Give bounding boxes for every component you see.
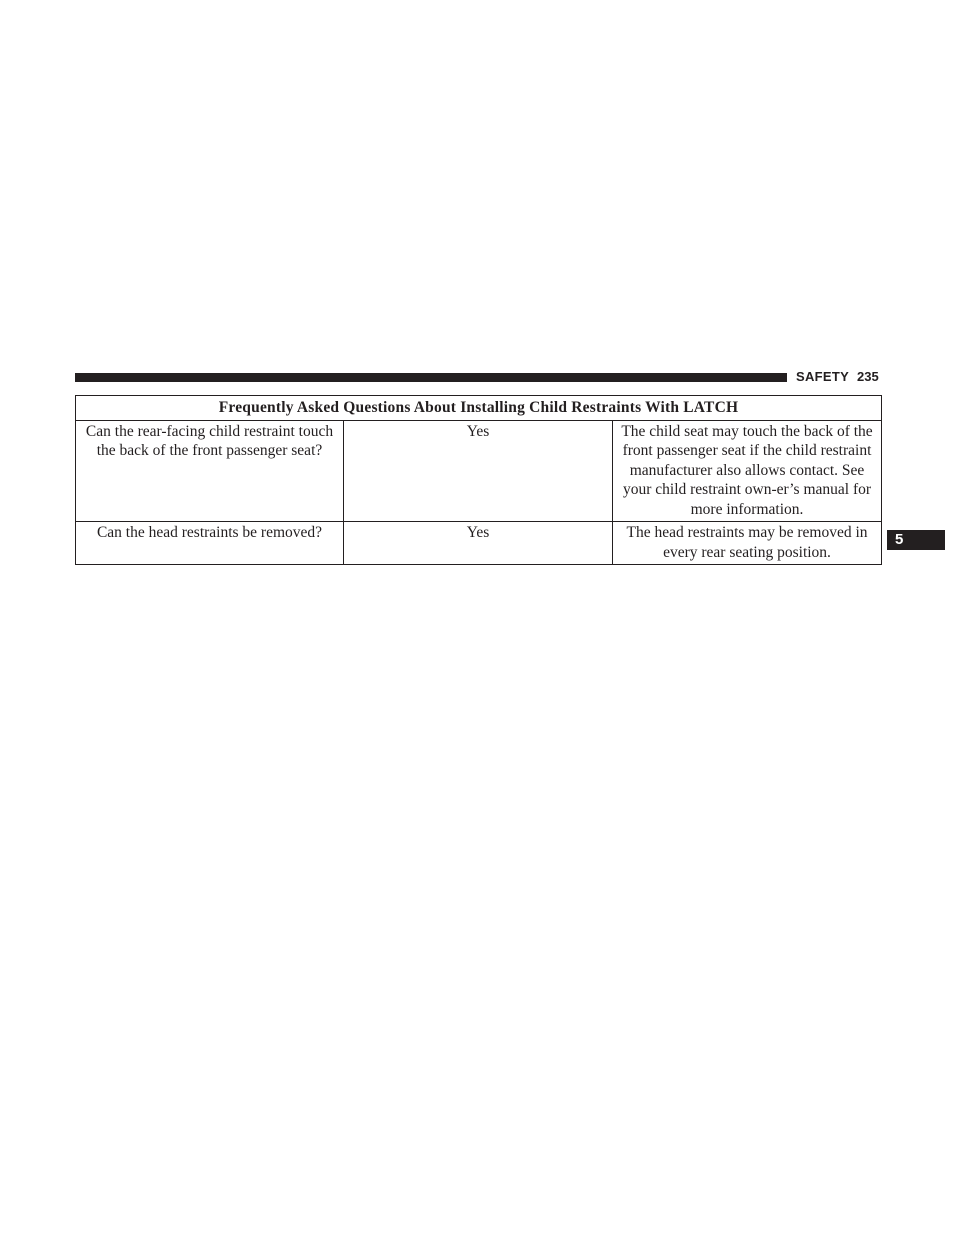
table-title: Frequently Asked Questions About Install… [74, 395, 883, 421]
answer-cell: Yes [343, 419, 613, 522]
chapter-tab: 5 [887, 530, 945, 550]
faq-table: Frequently Asked Questions About Install… [74, 395, 883, 565]
question-cell: Can the rear-facing child restraint touc… [75, 419, 344, 522]
answer-cell: Yes [343, 521, 613, 565]
table-row: Can the rear-facing child restraint touc… [75, 419, 883, 522]
details-cell: The head restraints may be removed in ev… [611, 521, 883, 565]
header-rule [75, 373, 787, 382]
page-number: 235 [857, 369, 879, 384]
section-title: SAFETY [796, 369, 850, 384]
table-header-row: Frequently Asked Questions About Install… [74, 395, 883, 421]
chapter-number: 5 [895, 531, 904, 548]
details-cell: The child seat may touch the back of the… [611, 419, 883, 522]
question-cell: Can the head restraints be removed? [75, 521, 344, 565]
table-row: Can the head restraints be removed? Yes … [75, 521, 883, 565]
